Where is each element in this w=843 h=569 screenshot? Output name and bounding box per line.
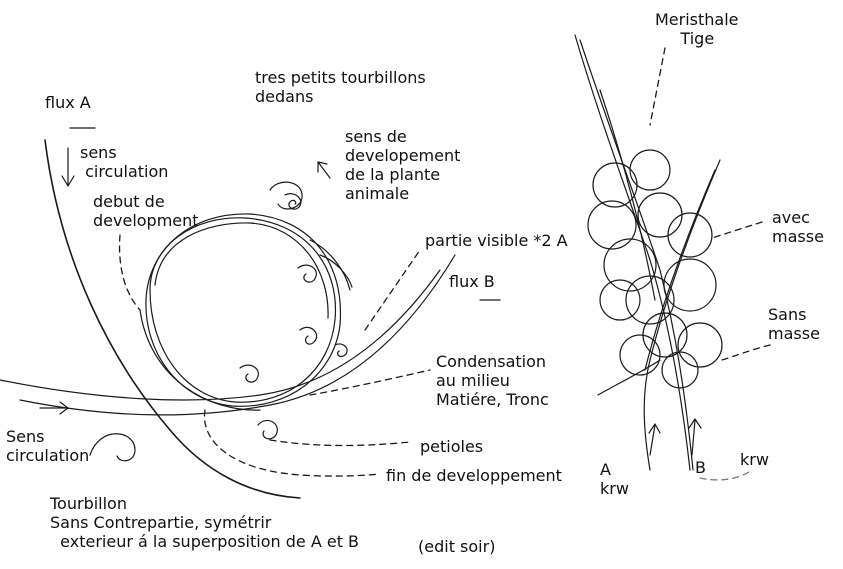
flux-a-label: flux A <box>45 93 91 112</box>
avec-masse-label: avec masse <box>772 208 824 246</box>
leader-lines-right <box>650 48 770 480</box>
sens-circulation-left-label: Sens circulation <box>6 427 89 465</box>
krw-right-label: krw <box>740 450 769 469</box>
fin-developpement-label: fin de developpement <box>386 466 562 485</box>
condensation-label: Condensation au milieu Matiére, Tronc <box>436 352 549 409</box>
stem-strands <box>575 35 720 470</box>
dev-direction-arrow <box>318 162 330 178</box>
a-krw-label: A krw <box>600 460 629 498</box>
sens-circulation-top-label: sens circulation <box>80 143 168 181</box>
stem-loops <box>588 150 722 388</box>
sans-masse-label: Sans masse <box>768 305 820 343</box>
b-label: B <box>695 458 706 477</box>
flux-b-label: flux B <box>449 272 495 291</box>
debut-development-label: debut de development <box>93 192 199 230</box>
tourbillon-label: Tourbillon Sans Contrepartie, symétrir e… <box>50 494 359 551</box>
petioles-label: petioles <box>420 437 483 456</box>
meristhale-tige-label: Meristhale Tige <box>655 10 739 48</box>
tres-petits-label: tres petits tourbillons dedans <box>255 68 426 106</box>
flux-b-stream <box>0 255 500 415</box>
sens-developement-label: sens de developement de la plante animal… <box>345 127 460 203</box>
edit-soir-label: (edit soir) <box>418 537 495 556</box>
partie-visible-label: partie visible *2 A <box>425 231 568 250</box>
